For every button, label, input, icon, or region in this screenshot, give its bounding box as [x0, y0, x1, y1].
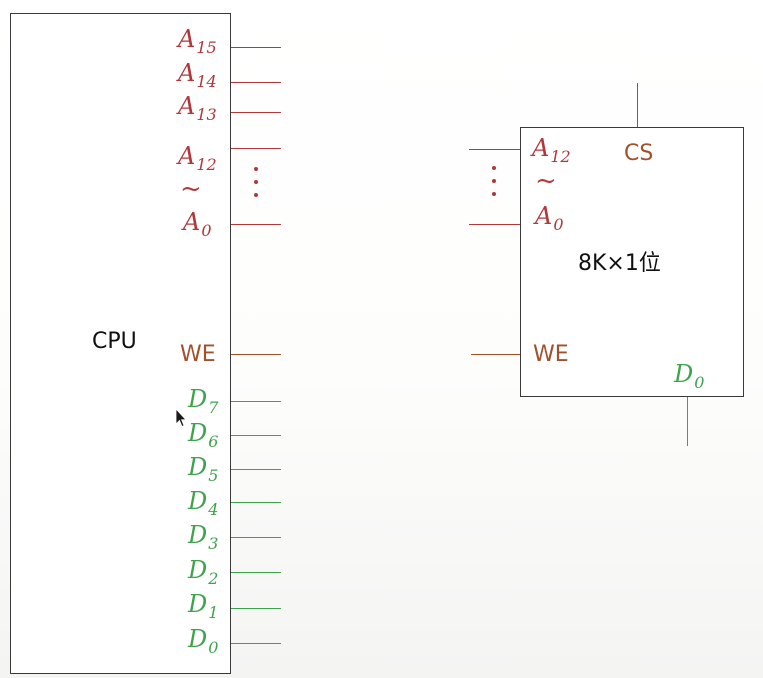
- cpu-pin-a0: A0: [183, 208, 212, 240]
- cpu-wire-d2: [231, 572, 281, 573]
- cpu-pin-a12: A12: [178, 142, 217, 174]
- cpu-pin-a15: A15: [178, 25, 217, 57]
- memory-pin-d0: D0: [674, 360, 705, 392]
- cpu-range-tilde: ~: [180, 174, 202, 204]
- cpu-wire-d6: [231, 435, 281, 436]
- memory-vertical-ellipsis-icon: [492, 166, 496, 205]
- cpu-pin-d4: D4: [188, 487, 219, 519]
- cpu-pin-d0: D0: [188, 625, 219, 657]
- memory-pin-a12: A12: [532, 134, 571, 166]
- memory-wire-a12: [469, 149, 520, 150]
- mouse-cursor-icon: [175, 408, 187, 428]
- memory-wire-a0: [469, 224, 520, 225]
- memory-chip-box: [520, 127, 744, 397]
- cpu-wire-a15: [231, 47, 281, 48]
- memory-range-tilde: ~: [535, 166, 557, 196]
- cpu-pin-d2: D2: [188, 556, 219, 588]
- memory-cs-label: CS: [624, 141, 654, 166]
- cpu-wire-we: [231, 354, 281, 355]
- cpu-wire-a14: [231, 82, 281, 83]
- memory-pin-a0: A0: [535, 202, 564, 234]
- cpu-wire-d1: [231, 608, 281, 609]
- cpu-box: [10, 13, 231, 674]
- cpu-wire-d4: [231, 502, 281, 503]
- cpu-wire-d0: [231, 643, 281, 644]
- cpu-pin-d1: D1: [188, 590, 219, 622]
- cpu-pin-d3: D3: [188, 521, 219, 553]
- cpu-title: CPU: [92, 329, 137, 354]
- cpu-pin-a14: A14: [178, 59, 217, 91]
- cpu-wire-d5: [231, 469, 281, 470]
- memory-chip-title: 8K×1位: [578, 251, 661, 276]
- memory-we-label: WE: [533, 342, 569, 367]
- cpu-pin-d5: D5: [188, 453, 219, 485]
- cpu-wire-a0: [231, 224, 281, 225]
- cpu-pin-d7: D7: [188, 385, 219, 417]
- cpu-pin-a13: A13: [178, 92, 217, 124]
- cpu-wire-a12: [231, 148, 281, 149]
- memory-wire-we: [471, 354, 520, 355]
- cpu-we-label: WE: [180, 342, 216, 367]
- cpu-pin-d6: D6: [188, 419, 219, 451]
- memory-wire-d0: [687, 397, 688, 446]
- cpu-wire-d3: [231, 537, 281, 538]
- cpu-vertical-ellipsis-icon: [254, 167, 258, 206]
- cpu-wire-d7: [231, 401, 281, 402]
- cpu-wire-a13: [231, 112, 281, 113]
- memory-wire-cs: [637, 83, 638, 127]
